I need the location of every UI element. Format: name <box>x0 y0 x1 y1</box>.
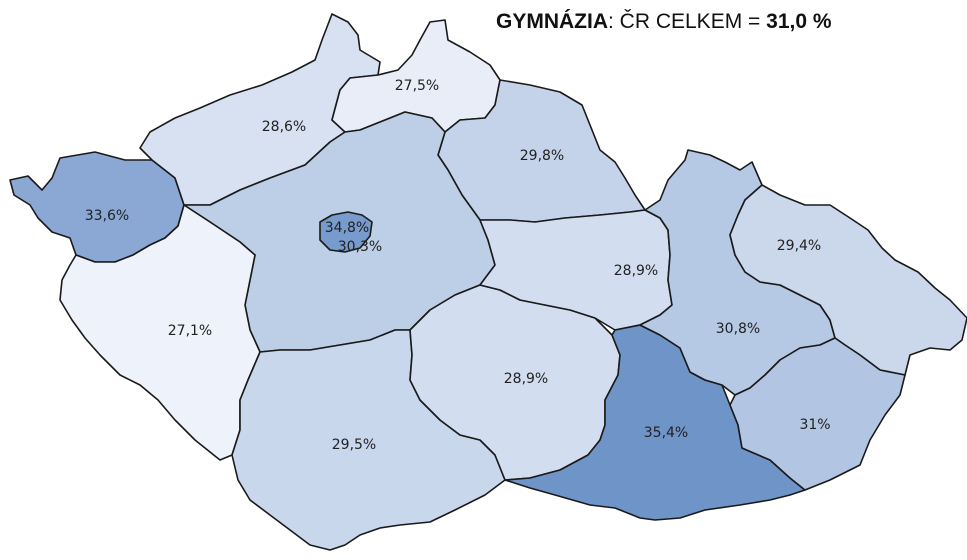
region-label-vysocina: 28,9% <box>504 371 548 387</box>
region-label-ustecky: 28,6% <box>262 119 306 135</box>
region-label-karlovarsky: 33,6% <box>85 208 129 224</box>
region-label-liberecky: 27,5% <box>395 78 439 94</box>
region-praha <box>319 211 373 253</box>
region-label-kralovehradecky: 29,8% <box>520 148 564 164</box>
region-label-jihocesky: 29,5% <box>332 437 376 453</box>
region-label-praha: 34,8% <box>325 220 369 236</box>
region-label-stredocesky: 30,3% <box>338 239 382 255</box>
region-label-plzensky: 27,1% <box>168 323 212 339</box>
region-jihocesky <box>231 329 506 551</box>
title-school-type: GYMNÁZIA <box>496 10 608 33</box>
labels-layer: 33,6% 28,6% 27,5% 29,8% 30,3% 34,8% 27,1% 29,5%… <box>85 78 831 453</box>
regions-layer <box>9 13 967 551</box>
region-label-jihomoravsky: 35,4% <box>644 425 688 441</box>
title-country-total-text: : ČR CELKEM = <box>608 10 767 33</box>
region-label-moravskoslezsky: 29,4% <box>777 238 821 254</box>
map-title: GYMNÁZIA: ČR CELKEM = 31,0 % <box>496 10 832 34</box>
region-label-zlinsky: 31% <box>799 417 830 433</box>
region-label-pardubicky: 28,9% <box>614 263 658 279</box>
region-label-olomoucky: 30,8% <box>716 321 760 337</box>
region-moravskoslezsky <box>729 184 967 376</box>
region-zlinsky <box>729 337 906 491</box>
title-country-total-value: 31,0 % <box>766 10 832 33</box>
